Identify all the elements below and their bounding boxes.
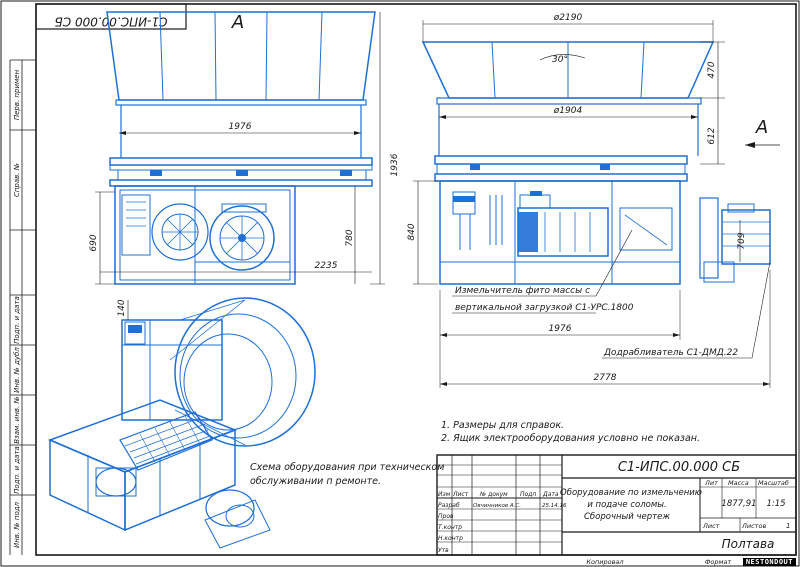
dim-1976-top: 1976 [229,122,252,132]
dim-2778: 2778 [594,373,617,383]
row-developer: Разраб [438,502,460,509]
col-izm: Изм [438,491,451,498]
dim-140: 140 [117,299,127,316]
isometric-view: 140 [47,297,316,549]
scheme-caption-line1: Схема оборудования при техническом [250,462,444,473]
dim-2235: 2235 [315,261,338,271]
strip-label-ref-no: Справ. № [13,163,21,197]
inner-frame [35,3,797,556]
strip-label-orig-no: Инв. № подл [13,501,21,548]
view-label-a: А [231,12,244,33]
developer-name: Овчинников А.С. [473,503,521,509]
title-name-line3: Сборочный чертеж [584,512,670,522]
callout-meter-line1: Измельчитель фито массы с [455,286,590,296]
scale-value: 1:15 [766,499,785,509]
dim-612: 612 [707,127,717,144]
dim-470: 470 [707,61,717,78]
strip-label-dup-no: Инв. № дубл [13,347,21,393]
dim-840: 840 [407,223,417,240]
dim-709: 709 [737,232,747,249]
top-stamp: С1-ИПС.00.000 СБ [35,3,187,30]
title-name-line1: Оборудование по измельчению [560,488,702,498]
dim-1976-bottom: 1976 [549,324,572,334]
side-view: ø2190 30° 470 ø1904 612 840 709 А 1976 [407,13,780,388]
top-stamp-text: С1-ИПС.00.000 СБ [55,15,168,29]
dim-30-deg: 30° [552,55,568,65]
title-name-line2: и подаче соломы. [587,500,666,510]
strip-label-replace-no: Взам. инв. № [13,396,21,444]
lit-label: Лит [704,479,718,487]
callout-meter-line2: вертикальной загрузкой С1-УРС.1800 [455,303,634,313]
note-2: 2. Ящик электрооборудования условно не п… [441,433,700,444]
scheme-caption-line2: обслуживании п ремонте. [250,476,381,487]
strip-label-sign-1: Подп. и дата [13,296,21,344]
strip-label-sign-2: Подп. и дата [13,446,21,494]
row-approved: Утв [438,547,449,554]
developer-date: 25.14.16 [542,503,567,509]
strip-label-first-use: Перв. примен [13,69,21,120]
col-list: Лист [452,491,469,498]
col-doc: № докум [479,491,508,498]
row-checked: Пров [438,513,454,520]
sheets-count: 1 [786,522,790,530]
front-view: 1976 690 780 2235 1936 А [89,11,400,285]
left-strip: Перв. примен Справ. № Подп. и дата Инв. … [9,59,36,555]
format-label: Формат [705,558,732,566]
col-sign: Подп [520,491,536,498]
dim-780: 780 [345,229,355,246]
dim-2190: ø2190 [553,13,583,23]
row-norm-control: Н.контр [438,535,463,542]
scale-label: Масштаб [758,479,789,487]
callout-shredder: Додрабливатель С1-ДМД.22 [603,348,738,358]
watermark: NESTONDOUT [742,558,796,566]
note-1: 1. Размеры для справок. [441,420,564,431]
row-tech-control: Т.контр [438,524,462,531]
sheets-label: Листов [741,522,766,530]
copied-label: Копировал [586,558,623,566]
mass-label: Масса [728,479,749,487]
sheet-label: Лист [702,522,720,530]
dim-1936: 1936 [390,153,400,176]
col-date: Дата [542,491,559,498]
mass-value: 1877,91 [721,499,756,509]
title-block: С1-ИПС.00.000 СБ Оборудование по измельч… [436,454,797,566]
dim-1904: ø1904 [553,106,583,116]
arrow-label-a: А [755,117,768,138]
org-name: Полтава [722,537,775,551]
title-designation: С1-ИПС.00.000 СБ [618,460,740,475]
dim-690: 690 [89,234,99,251]
